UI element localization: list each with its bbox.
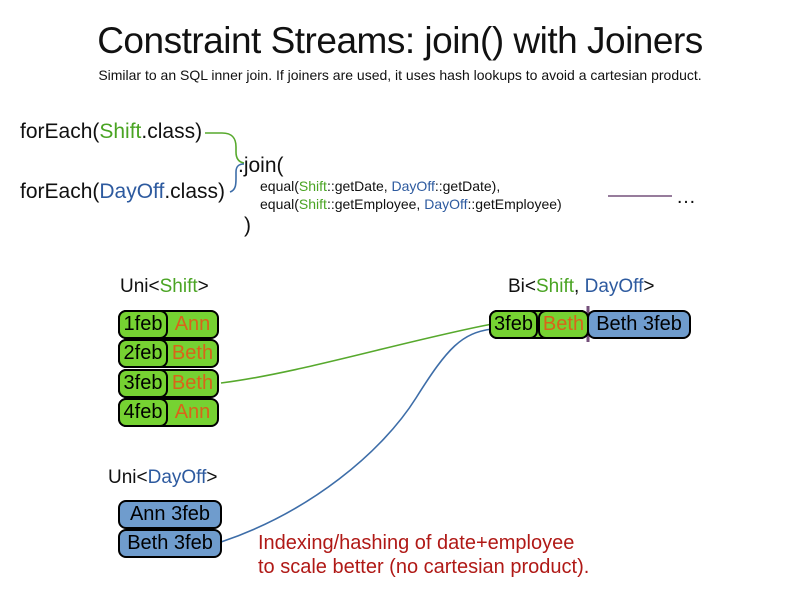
label-text: Uni< xyxy=(108,467,148,488)
bi-result-label: Bi<Shift, DayOff> xyxy=(508,276,654,298)
page-title: Constraint Streams: join() with Joiners xyxy=(97,20,703,61)
code-dayoff-class: DayOff xyxy=(99,180,165,203)
shift-date-cell: 3feb xyxy=(118,369,168,398)
code-text: .class) xyxy=(164,180,226,203)
shift-row: 4feb Ann xyxy=(118,398,219,427)
code-text: ::getEmployee, xyxy=(326,196,425,212)
code-text: equal( xyxy=(260,196,299,212)
code-dayoff-ref: DayOff xyxy=(391,178,435,194)
code-shift-class: Shift xyxy=(99,120,142,143)
label-text: Bi< xyxy=(508,276,536,297)
brace-line-shift xyxy=(205,132,245,164)
label-text: , xyxy=(574,276,585,297)
brace-line-dayoff xyxy=(229,163,245,193)
bi-date-cell: 3feb xyxy=(489,310,539,339)
shift-employee-cell: Ann xyxy=(174,313,211,335)
connector-shift-to-bi-line xyxy=(220,323,493,384)
shift-employee-cell: Beth xyxy=(171,372,214,394)
code-joiner-date: equal(Shift::getDate, DayOff::getDate), xyxy=(260,178,500,194)
code-join-open: .join( xyxy=(238,154,284,177)
dayoff-row: Beth 3feb xyxy=(118,529,222,558)
dayoff-row: Ann 3feb xyxy=(118,500,222,529)
code-text: forEach( xyxy=(20,120,100,143)
uni-dayoff-label: Uni<DayOff> xyxy=(108,467,218,489)
shift-employee-cell: Ann xyxy=(174,401,211,423)
more-joiners-ellipsis: … xyxy=(676,186,696,208)
label-text: Uni< xyxy=(120,276,160,297)
label-text: > xyxy=(643,276,655,297)
code-joiner-employee: equal(Shift::getEmployee, DayOff::getEmp… xyxy=(260,196,562,212)
label-shift-type: Shift xyxy=(536,276,575,297)
bi-row-shift-part: 3feb Beth xyxy=(489,310,589,339)
shift-row: 1feb Ann xyxy=(118,310,219,339)
code-join-close: ) xyxy=(244,214,251,237)
connector-dayoff-to-bi-line xyxy=(220,328,493,543)
label-dayoff-type: DayOff xyxy=(147,467,207,488)
shift-date-cell: 4feb xyxy=(118,398,168,427)
shift-date-cell: 1feb xyxy=(118,310,168,339)
label-shift-type: Shift xyxy=(159,276,198,297)
code-foreach-shift: forEach(Shift.class) xyxy=(20,120,202,144)
shift-employee-cell: Beth xyxy=(171,342,214,364)
code-shift-ref: Shift xyxy=(298,178,327,194)
page-subtitle: Similar to an SQL inner join. If joiners… xyxy=(98,67,702,83)
code-shift-ref: Shift xyxy=(298,196,327,212)
bi-row-dayoff-part: Beth 3feb xyxy=(587,310,691,339)
code-text: forEach( xyxy=(20,180,100,203)
shift-row: 2feb Beth xyxy=(118,339,219,368)
code-text: .class) xyxy=(141,120,203,143)
shift-date-cell: 2feb xyxy=(118,339,168,368)
label-dayoff-type: DayOff xyxy=(584,276,644,297)
code-dayoff-ref: DayOff xyxy=(424,196,468,212)
uni-shift-label: Uni<Shift> xyxy=(120,276,209,298)
code-text: equal( xyxy=(260,178,299,194)
note-line-2: to scale better (no cartesian product). xyxy=(258,556,590,578)
code-text: ::getDate), xyxy=(434,178,501,194)
note-line-1: Indexing/hashing of date+employee xyxy=(258,532,575,554)
code-text: ::getEmployee) xyxy=(467,196,562,212)
bi-employee-cell: Beth xyxy=(538,310,589,339)
shift-row: 3feb Beth xyxy=(118,369,219,398)
code-text: ::getDate, xyxy=(326,178,392,194)
indexing-note: Indexing/hashing of date+employee to sca… xyxy=(258,531,589,579)
label-text: > xyxy=(197,276,209,297)
code-foreach-dayoff: forEach(DayOff.class) xyxy=(20,180,225,204)
label-text: > xyxy=(206,467,218,488)
